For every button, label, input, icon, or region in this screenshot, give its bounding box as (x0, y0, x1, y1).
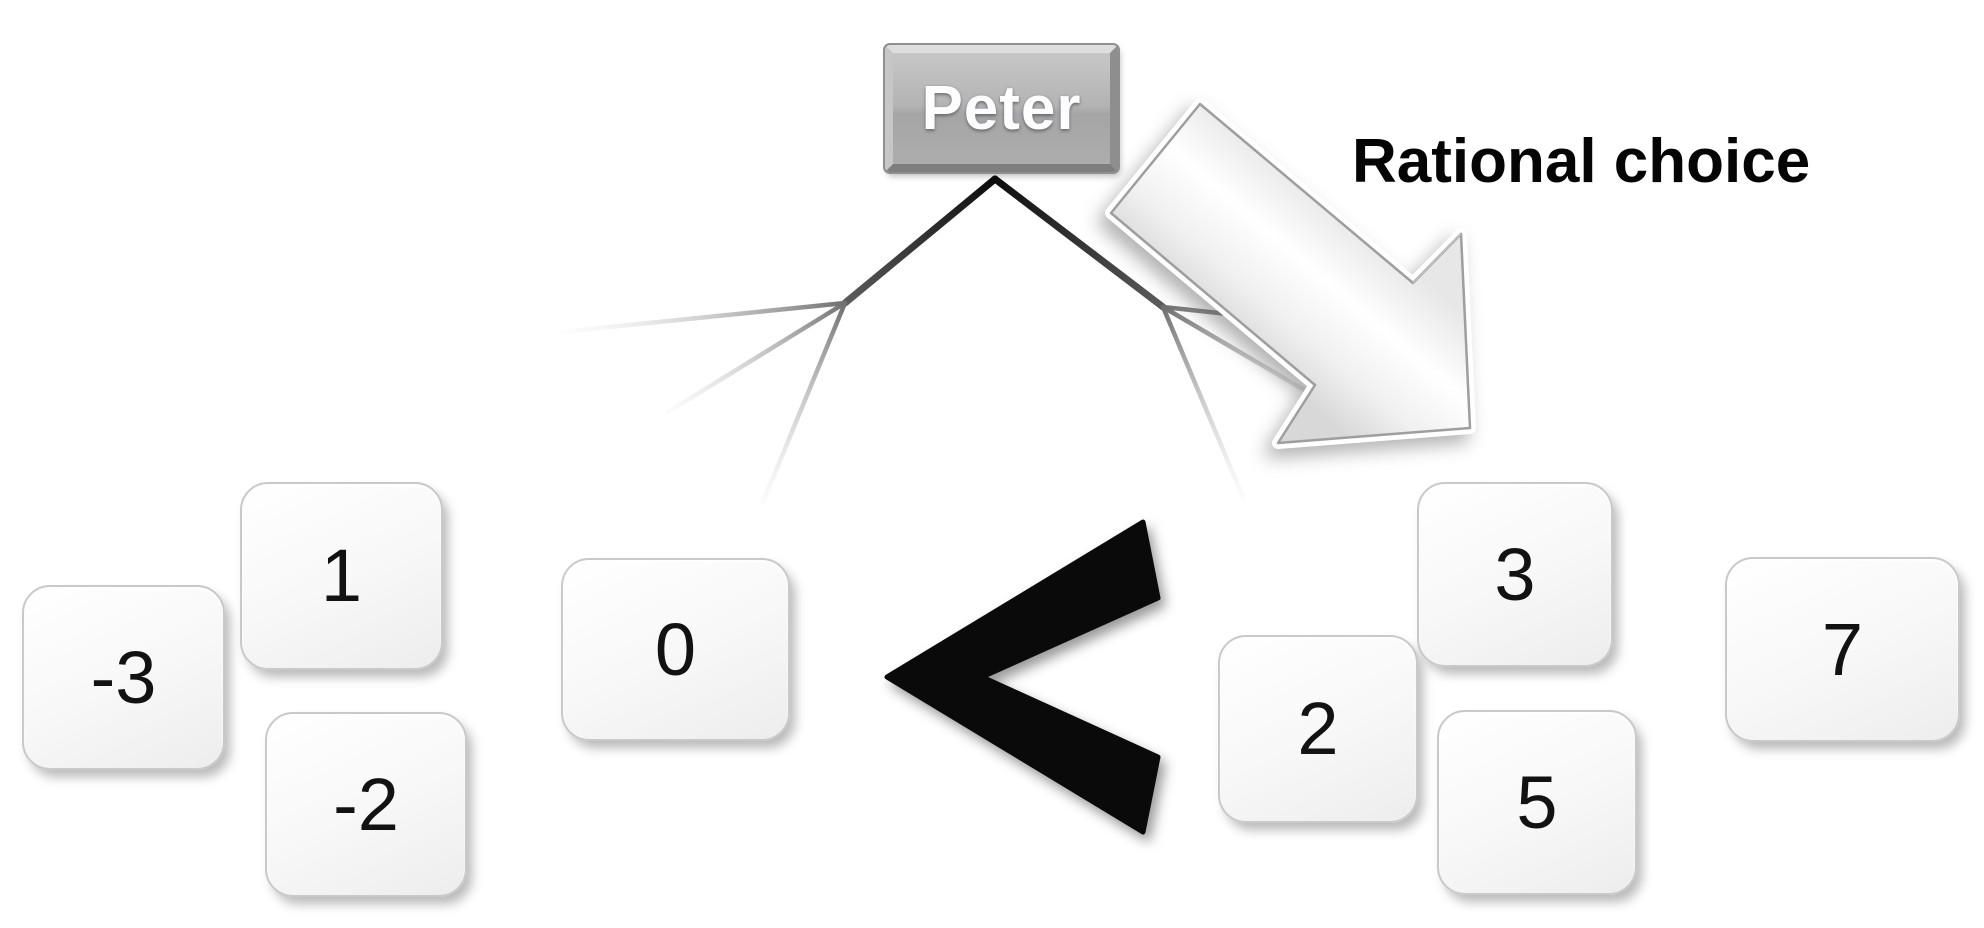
outcome-value: -2 (333, 762, 399, 846)
outcome-value: 5 (1516, 760, 1558, 844)
annotation-rational-choice: Rational choice (1352, 127, 1811, 196)
outcome-card: 3 (1417, 482, 1613, 667)
outcome-card: 0 (561, 558, 790, 741)
rational-choice-arrow-icon (1105, 98, 1476, 449)
outcome-card: 5 (1437, 710, 1637, 895)
branch-left-fan-1 (557, 300, 848, 335)
outcome-card: 7 (1725, 557, 1960, 742)
outcome-card: 2 (1218, 635, 1418, 823)
branch-right-trunk (991, 175, 1167, 311)
outcome-value: 0 (654, 607, 697, 691)
branch-left-fan-3 (760, 300, 848, 505)
branch-left-trunk (841, 175, 999, 307)
outcome-value: -3 (90, 635, 157, 719)
outcome-value: 1 (320, 534, 363, 617)
outcome-value: 7 (1821, 607, 1864, 691)
less-than-glyph (884, 519, 1161, 835)
arrow-bevel-edge (1412, 233, 1462, 284)
outcome-card: -3 (22, 585, 225, 770)
branch-left-fan-2 (665, 300, 848, 415)
root-node-label: Peter (921, 73, 1082, 143)
outcome-value: 2 (1297, 687, 1339, 770)
less-than-symbol (884, 519, 1161, 835)
outcome-card: 1 (240, 482, 443, 670)
outcome-card: -2 (265, 712, 467, 897)
branch-right-fan-3 (1160, 304, 1246, 500)
root-node-peter: Peter (883, 43, 1120, 174)
outcome-value: 3 (1494, 532, 1536, 616)
